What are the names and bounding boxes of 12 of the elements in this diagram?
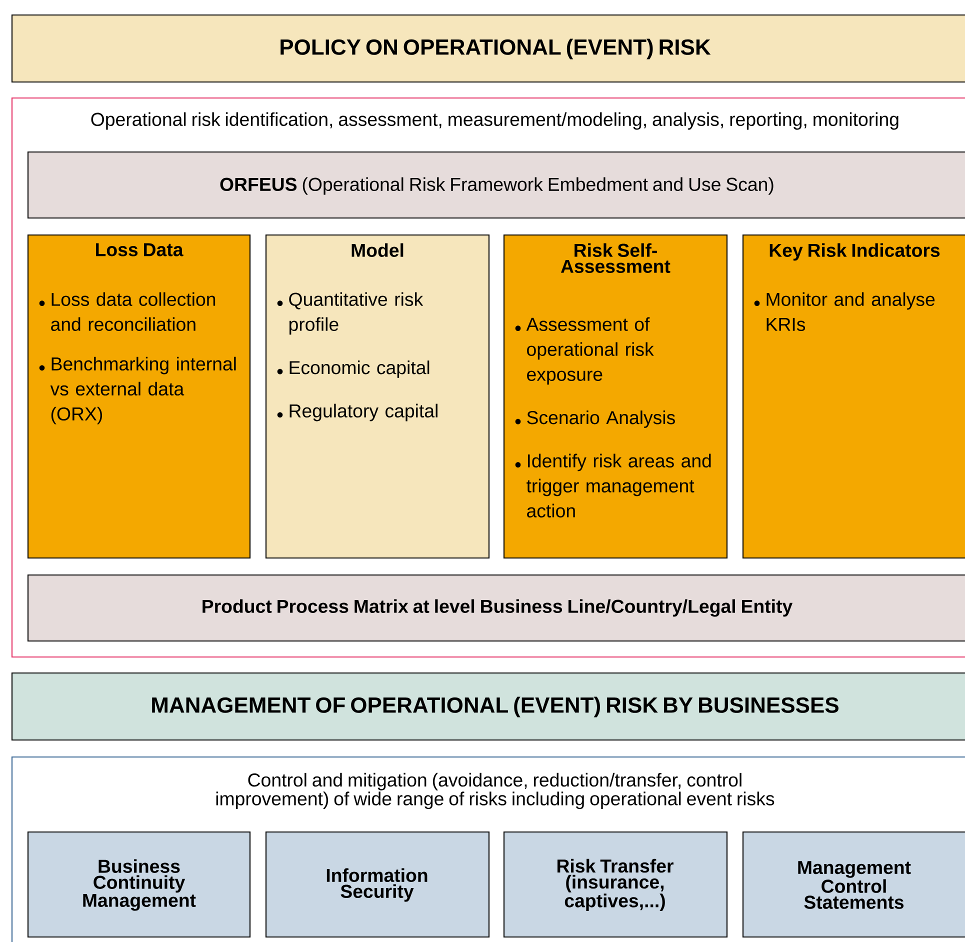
column-box: Model Quantitative risk profile Economic capital Regulatory capital: [265, 234, 490, 559]
banner-box: Business Continuity Management: [27, 831, 251, 938]
banner-box: MANAGEMENT OF OPERATIONAL (EVENT) RISK BY BUSINESSES: [11, 672, 965, 741]
banner-box: Management Control Statements: [742, 831, 965, 938]
banner-box: Product Process Matrix at level Business Line/Country/Legal Entity: [27, 574, 965, 642]
banner-box: ORFEUS (Operational Risk Framework Embedment and Use Scan): [27, 151, 965, 219]
banner-box: Information Security: [265, 831, 490, 938]
banner-box: Risk Transfer (insurance, captives,...): [503, 831, 728, 938]
column-box: Risk Self-Assessment Assessment of operational risk exposure Scenario Analysis Identify risk areas and trigger management action: [503, 234, 728, 559]
banner-box: POLICY ON OPERATIONAL (EVENT) RISK: [11, 14, 965, 83]
column-box: Key Risk Indicators Monitor and analyse KRIs: [742, 234, 965, 559]
column-box: Loss Data Loss data collection and reconciliation Benchmarking internal vs external data (ORX): [27, 234, 251, 559]
